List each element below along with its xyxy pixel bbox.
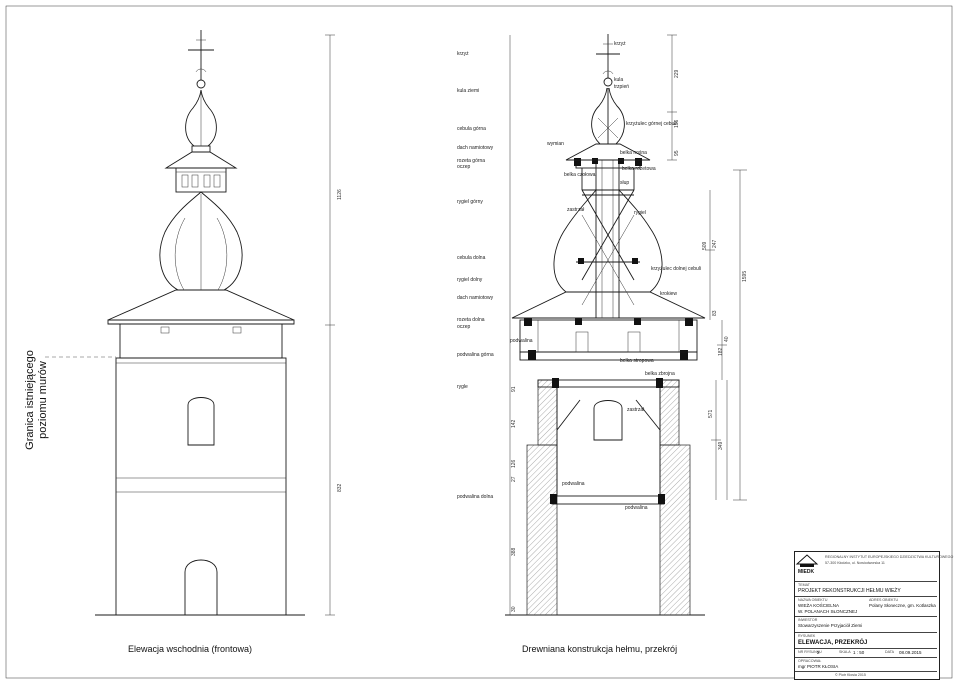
note-kula: kula [614, 77, 624, 83]
label-podwalina-dolna: podwalina dolna [457, 494, 494, 500]
dim-509: 509 [702, 241, 708, 250]
address-label: ADRES OBIEKTU [869, 598, 899, 602]
dim-349: 349 [718, 441, 724, 450]
note-belka-czolowa: belka czołowa [564, 172, 596, 178]
dim-126: 126 [511, 459, 517, 468]
label-rygiel-gorny: rygiel górny [457, 199, 483, 205]
note-krokiew: krokiew [660, 291, 677, 297]
note-rygiel: rygiel [634, 210, 646, 216]
note-slup: słup [620, 180, 630, 186]
label-dach-namiotowy-dolny: dach namiotowy [457, 295, 494, 301]
drawing-label: RYSUNEK [798, 634, 816, 638]
logo-text: MIEDK [798, 569, 815, 575]
dim-229: 229 [674, 69, 680, 78]
label-rozeta-dolna: rozeta dolna [457, 317, 485, 323]
label-oczep-gorny: oczep [457, 164, 471, 170]
note-zastrzal-dolny: zastrzał [627, 407, 645, 413]
dim-156: 156 [674, 119, 680, 128]
dim-95: 95 [674, 150, 680, 156]
label-dach-namiotowy-gorny: dach namiotowy [457, 145, 494, 151]
note-krzyz: krzyż [614, 41, 626, 47]
institution-logo-icon [795, 554, 819, 567]
topic-label: TEMAT [798, 583, 810, 587]
institution-address: 57-300 Kłodzko, ul. Nowiodworska 11 [825, 561, 885, 565]
dim-83: 83 [712, 310, 718, 316]
drawing-value: ELEWACJA, PRZEKRÓJ [798, 640, 868, 646]
address-value: Polany Słoneczne, gm. Kotlaszka [869, 603, 936, 608]
sheet-value: 2 [817, 650, 820, 655]
author-label: OPRACOWAŁ [798, 659, 822, 663]
footer-text: © Piotr Kłosia 2015 [835, 673, 866, 677]
institution-name: REGIONALNY INSTYTUT EUROPEJSKIEGO DZIEDZ… [825, 555, 954, 559]
investor-label: INWESTOR [798, 618, 818, 622]
label-rozeta-gorna: rozeta górna [457, 158, 486, 164]
dim-142: 142 [511, 419, 517, 428]
note-wymian: wymian [547, 141, 564, 147]
dim-27: 27 [511, 476, 517, 482]
sheet-label: NR RYSUNKU [798, 650, 822, 654]
object-value: WIEŻA KOŚCIELNA [798, 603, 840, 608]
date-label: DATA [885, 650, 895, 654]
left-caption: Elewacja wschodnia (frontowa) [128, 644, 253, 654]
note-trzpien: trzpień [614, 84, 630, 90]
topic-value: PROJEKT REKONSTRUKCJI HEŁMU WIEŻY [798, 588, 901, 594]
label-cebula-gorna: cebula górna [457, 126, 486, 132]
label-cebula-dolna: cebula dolna [457, 255, 486, 261]
dim-571: 571 [708, 409, 714, 418]
scale-label: SKALA [839, 650, 851, 654]
note-podwalina-lewa: podwalina [562, 481, 585, 487]
dim-388: 388 [511, 547, 517, 556]
note-krzyzulec-dolny: krzyżulec dolnej cebuli [651, 266, 702, 272]
label-podwalina-gorna: podwalina górna [457, 352, 494, 358]
note-belka-nosna: belka nośna [620, 150, 647, 156]
dim-182: 182 [718, 347, 724, 356]
dim-247: 247 [712, 239, 718, 248]
date-value: 08.09.2015 [899, 650, 922, 655]
boundary-note: Granica istniejącego poziomu murów [24, 350, 49, 450]
dim-40: 40 [724, 336, 730, 342]
label-rygiel-dolny: rygiel dolny [457, 277, 483, 283]
scale-value: 1 : 50 [853, 650, 865, 655]
sheet-frame [5, 5, 953, 679]
right-caption: Drewniana konstrukcja hełmu, przekrój [522, 644, 678, 654]
dim-91: 91 [511, 386, 517, 392]
object-label: NAZWA OBIEKTU [798, 598, 828, 602]
title-block: MIEDK REGIONALNY INSTYTUT EUROPEJSKIEGO … [794, 551, 953, 680]
label-oczep-dolny: oczep [457, 324, 471, 330]
note-belka-zbrojna: belka zbrojna [645, 371, 675, 377]
note-zastrzal-gorny: zastrzał [567, 207, 585, 213]
dim-1595: 1595 [742, 270, 748, 282]
note-podwalina-gorna: podwalina [510, 338, 533, 344]
label-kula-ziemi: kula ziemi [457, 88, 480, 94]
note-belka-stropowa: belka stropowa [620, 358, 654, 364]
label-rygle: rygle [457, 384, 468, 390]
object-value-2: W. POLANACH SŁONCZNEJ [798, 609, 858, 614]
author-value: mgr PIOTR KŁOSIA [798, 664, 839, 669]
note-belka-rozetowa: belka rozetowa [622, 166, 656, 172]
left-elevation [45, 30, 335, 616]
note-podwalina-prawa: podwalina [625, 505, 648, 511]
investor-value: Stowarzyszenie Przyjaciół Ziemi [798, 623, 863, 628]
dim-30: 30 [511, 606, 517, 612]
right-section [505, 34, 747, 616]
left-dim-lower: 832 [337, 483, 343, 492]
note-krzyzulec-gorny: krzyżulec górnej cebuli [626, 121, 677, 127]
label-krzyz: krzyż [457, 51, 469, 57]
left-dim-total: 1126 [337, 189, 343, 200]
